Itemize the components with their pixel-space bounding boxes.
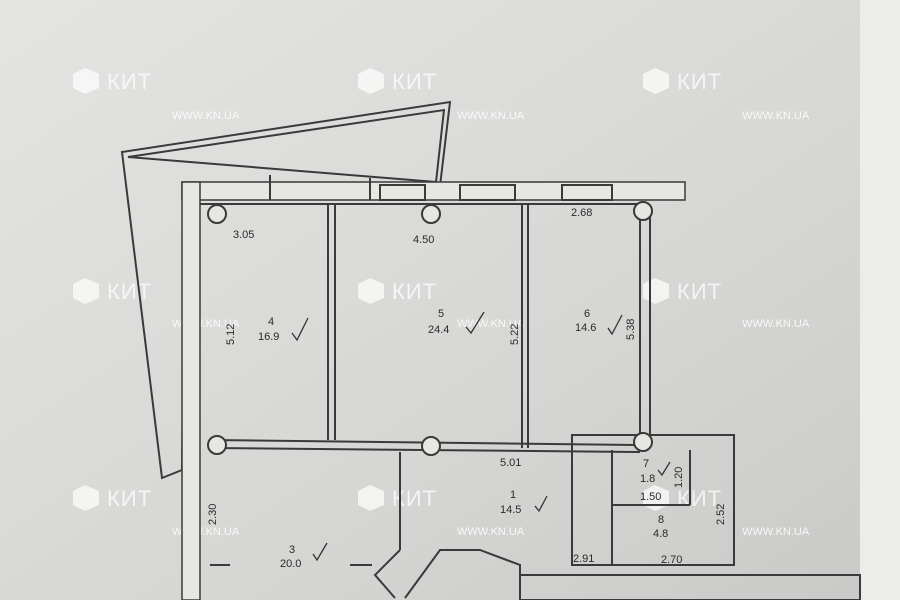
balcony-inner-line — [127, 108, 446, 184]
dim-label: 2.52 — [715, 504, 727, 525]
dim-label: 1.20 — [673, 467, 685, 488]
kit-logo-icon — [73, 485, 99, 511]
room-number: 8 — [658, 514, 664, 526]
room-number: 5 — [438, 308, 444, 320]
dim-label: 4.50 — [413, 234, 434, 246]
watermark-url: WWW.KN.UA — [457, 110, 525, 122]
watermark-url: WWW.KN.UA — [172, 110, 240, 122]
kit-logo-icon — [358, 68, 384, 94]
dim-label: 5.01 — [500, 457, 521, 469]
room-area: 1.8 — [640, 473, 655, 485]
room-number: 4 — [268, 316, 274, 328]
kit-logo-icon — [643, 68, 669, 94]
room-number: 6 — [584, 308, 590, 320]
dim-label: 2.91 — [573, 553, 594, 565]
room-area: 4.8 — [653, 528, 668, 540]
kit-logo-icon — [73, 68, 99, 94]
room-area: 20.0 — [280, 558, 301, 570]
room-number: 1 — [510, 489, 516, 501]
room-number: 3 — [289, 544, 295, 556]
kit-logo-icon — [73, 278, 99, 304]
walls — [181, 175, 861, 600]
watermark-brand: КИТ — [107, 279, 152, 304]
watermark-url: WWW.KN.UA — [742, 526, 810, 538]
kit-logo-icon — [358, 485, 384, 511]
room-labels: 4 16.9 5 24.4 6 14.6 1 14.5 3 20.0 7 1.8… — [258, 308, 668, 570]
watermark-brand: КИТ — [677, 279, 722, 304]
watermark-brand: КИТ — [107, 486, 152, 511]
svg-text:КИТ: КИТ — [107, 69, 152, 94]
dimension-labels: 3.05 4.50 2.68 5.12 5.22 5.38 5.01 2.30 … — [207, 207, 727, 566]
watermark-logo: КИТ — [73, 68, 152, 94]
watermark-url: WWW.KN.UA — [457, 526, 525, 538]
columns — [207, 201, 653, 456]
room-area: 14.5 — [500, 504, 521, 516]
watermark-brand: КИТ — [392, 279, 437, 304]
watermark-brand: КИТ — [677, 486, 722, 511]
room-number: 7 — [643, 458, 649, 470]
watermark-brand: КИТ — [392, 69, 437, 94]
dim-label: 3.05 — [233, 229, 254, 241]
watermark-brand: КИТ — [677, 69, 722, 94]
dim-label: 2.30 — [207, 504, 219, 525]
check-marks — [291, 311, 671, 562]
watermark-brand: КИТ — [392, 486, 437, 511]
room-area: 14.6 — [575, 322, 596, 334]
room-area: 24.4 — [428, 324, 449, 336]
dim-label: 5.38 — [625, 319, 637, 340]
watermark-url: WWW.KN.UA — [742, 110, 810, 122]
kit-logo-icon — [358, 278, 384, 304]
dim-label: 2.70 — [661, 554, 682, 566]
dim-label: 2.68 — [571, 207, 592, 219]
watermark-url: WWW.KN.UA — [742, 318, 810, 330]
paper-edge — [860, 0, 900, 600]
dim-label: 5.22 — [509, 324, 521, 345]
room-area: 16.9 — [258, 331, 279, 343]
dim-label: 5.12 — [225, 324, 237, 345]
dim-label: 1.50 — [640, 491, 661, 503]
